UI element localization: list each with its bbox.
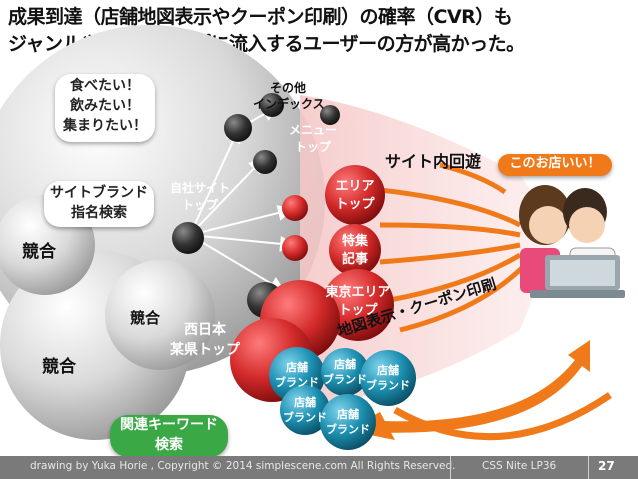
wants-line-1: 食べたい！ [70, 78, 140, 94]
own-site-top-line-1: 自社サイト [169, 181, 230, 195]
area-top-line-1: エリア [335, 179, 375, 194]
node-area-top [325, 165, 385, 225]
event-name: CSS Nite LP36 [482, 460, 557, 472]
store-label-5: 店舗 ブランド [318, 407, 378, 437]
node-other-index [260, 93, 284, 117]
coupon-arrow [365, 340, 590, 433]
store-4-line-1: 店舗 [294, 396, 316, 409]
store-label-3: 店舗 ブランド [358, 363, 418, 393]
area-top-label: エリア トップ [325, 178, 385, 214]
brand-search-bubble: サイトブランド 指名検索 [44, 181, 154, 227]
customer-voice-bubble: このお店いい！ [498, 154, 612, 176]
page-number: 27 [598, 459, 615, 473]
competition-label-3: 競合 [42, 357, 76, 377]
other-index-label: その他 インデックス [253, 80, 325, 112]
title-line-1: 成果到達（店舗地図表示やクーポン印刷）の確率（CVR）も [8, 6, 513, 28]
store-node-3 [360, 350, 416, 406]
circulation-arrow [439, 162, 507, 195]
node-own-site-top [172, 222, 204, 254]
footer-divider-1 [450, 456, 451, 479]
related-keyword-line-1: 関連キーワード [120, 417, 218, 433]
store-node-5 [320, 394, 376, 450]
west-japan-top-line-2: 某県トップ [170, 342, 240, 358]
menu-top-label: メニュー トップ [283, 122, 343, 156]
menu-top-line-1: メニュー [288, 123, 337, 137]
wants-line-2: 飲みたい！ [70, 98, 140, 114]
related-keyword-bubble: 関連キーワード 検索 [110, 415, 228, 457]
node-red-area [282, 195, 308, 221]
node-tokyo-area-top [322, 269, 394, 341]
store-5-line-2: ブランド [326, 423, 370, 436]
store-2-line-2: ブランド [323, 373, 367, 386]
related-keyword-line-2: 検索 [155, 437, 183, 453]
store-label-1: 店舗 ブランド [267, 360, 327, 390]
store-node-2 [321, 348, 369, 396]
node-dark-top [224, 114, 252, 142]
tokyo-area-top-line-1: 東京エリア [325, 285, 391, 300]
site-circulation-label: サイト内回遊 [385, 152, 482, 171]
node-dark-small [320, 105, 340, 125]
tokyo-area-top-line-2: トップ [338, 303, 378, 318]
store-1-line-2: ブランド [275, 376, 319, 389]
menu-top-line-2: トップ [294, 140, 331, 154]
competition-label-2: 競合 [130, 309, 161, 327]
customer-illustration [519, 185, 625, 298]
footer-divider-2 [588, 456, 589, 479]
wants-bubble: 食べたい！ 飲みたい！ 集まりたい！ [55, 74, 155, 142]
brand-search-line-1: サイトブランド [50, 185, 148, 201]
orange-arrows [379, 187, 527, 333]
store-label-4: 店舗 ブランド [275, 395, 335, 425]
other-index-line-2: インデックス [253, 97, 325, 111]
store-3-line-1: 店舗 [377, 364, 399, 377]
other-index-line-1: その他 [269, 81, 306, 95]
connector-arrows [189, 106, 296, 293]
competition-label-1: 競合 [22, 242, 56, 262]
store-label-2: 店舗 ブランド [318, 357, 372, 387]
feature-label: 特集 記事 [325, 233, 385, 269]
sphere-middle [105, 260, 215, 370]
store-5-line-1: 店舗 [337, 408, 359, 421]
node-red-feature [282, 235, 308, 261]
wants-line-3: 集まりたい！ [63, 118, 147, 134]
own-site-top-label: 自社サイト トップ [168, 180, 232, 214]
store-2-line-1: 店舗 [334, 358, 356, 371]
store-4-line-2: ブランド [283, 411, 327, 424]
west-japan-top-label: 西日本 某県トップ [165, 320, 245, 360]
store-3-line-2: ブランド [366, 379, 410, 392]
feature-line-1: 特集 [341, 234, 368, 249]
west-japan-top-line-1: 西日本 [184, 322, 226, 338]
feature-line-2: 記事 [341, 252, 368, 267]
customer-voice-text: このお店いい！ [509, 156, 601, 171]
tokyo-area-top-label: 東京エリア トップ [318, 284, 398, 320]
store-1-line-1: 店舗 [286, 361, 308, 374]
node-feature [329, 224, 381, 276]
node-menu-top [253, 150, 277, 174]
return-arrow [393, 392, 612, 441]
copyright-text: drawing by Yuka Horie , Copyright © 2014… [30, 460, 456, 472]
own-site-top-line-2: トップ [181, 198, 218, 212]
area-top-line-2: トップ [335, 197, 375, 212]
slide-footer: drawing by Yuka Horie , Copyright © 2014… [0, 456, 638, 479]
store-node-4 [280, 385, 330, 435]
brand-search-line-2: 指名検索 [71, 205, 127, 221]
